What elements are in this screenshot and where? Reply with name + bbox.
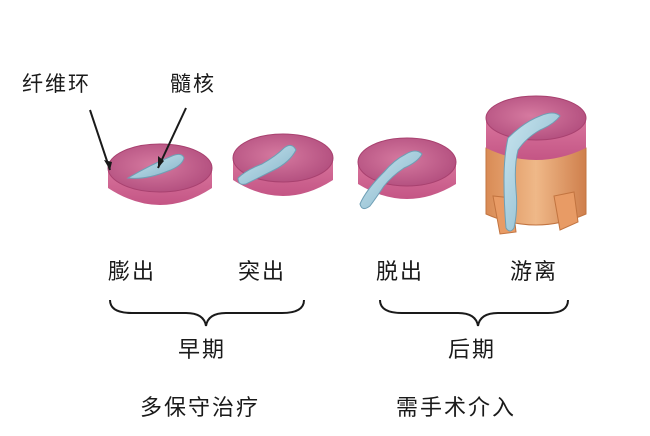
- group-label-early: 早期: [178, 340, 226, 362]
- vertebra-process-right: [554, 192, 578, 230]
- treatment-label-late: 需手术介入: [396, 398, 516, 420]
- stage-label-sequestration: 游离: [510, 262, 558, 284]
- stage-label-protrusion: 突出: [238, 262, 286, 284]
- treatment-label-early: 多保守治疗: [140, 398, 260, 420]
- annulus-label: 纤维环: [22, 74, 91, 95]
- disc-extrusion: [358, 138, 456, 209]
- stage-label-bulging: 膨出: [108, 262, 156, 284]
- group-label-late: 后期: [448, 340, 496, 362]
- disc-bulging: [108, 144, 212, 205]
- brace-early: [110, 300, 304, 326]
- brace-late: [380, 300, 568, 326]
- stage-label-extrusion: 脱出: [376, 262, 424, 284]
- disc-sequestration: [486, 96, 586, 234]
- nucleus-label: 髓核: [170, 74, 216, 95]
- disc-protrusion: [233, 134, 333, 196]
